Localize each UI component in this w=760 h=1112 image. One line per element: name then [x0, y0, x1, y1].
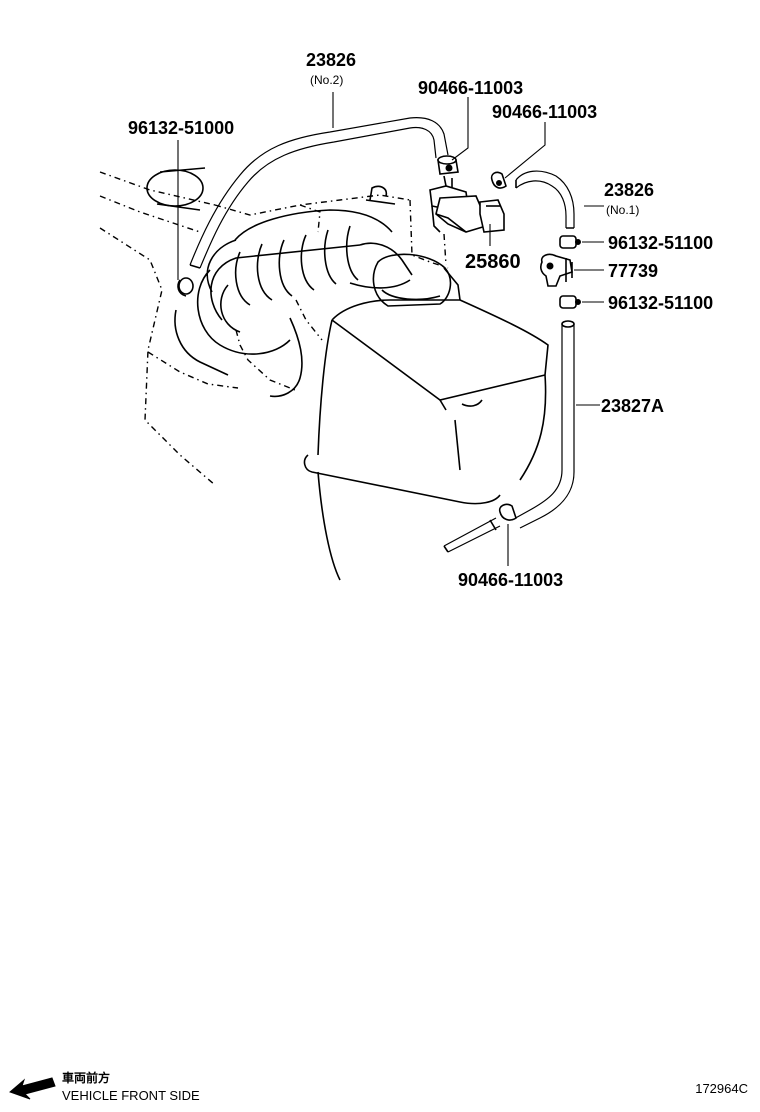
label-25860: 25860: [465, 251, 521, 273]
label-90466-11003-top-a: 90466-11003: [418, 78, 523, 98]
front-arrow-icon: [9, 1077, 56, 1100]
label-23827a: 23827A: [601, 396, 664, 416]
label-96132-51100-b: 96132-51100: [608, 293, 713, 313]
hose-23827a: [511, 320, 575, 529]
engine-outline: [99, 171, 449, 486]
label-23826-no2: 23826: [306, 50, 356, 70]
fitting-77739: [540, 253, 573, 287]
label-90466-11003-top-b: 90466-11003: [492, 102, 597, 122]
drawing-number: 172964C: [695, 1081, 748, 1096]
label-96132-51000: 96132-51000: [128, 118, 234, 138]
intake-tube: [146, 167, 413, 398]
callout-labels: 23826 (No.2) 90466-11003 90466-11003 961…: [128, 50, 713, 590]
label-23826-no2-sub: (No.2): [310, 73, 343, 87]
clip-90466-top-b: [490, 171, 507, 189]
vehicle-front-en: VEHICLE FRONT SIDE: [62, 1088, 200, 1103]
label-96132-51100-a: 96132-51100: [608, 233, 713, 253]
label-77739: 77739: [608, 261, 658, 281]
clip-90466-top-a: [437, 155, 459, 175]
clamp-96132-51100-a: [559, 235, 581, 249]
air-cleaner-case: [303, 299, 549, 581]
hose-23826-no2: [189, 117, 449, 269]
clamp-96132-51000: [177, 277, 194, 297]
vehicle-front-jp: 車両前方: [62, 1070, 110, 1085]
leader-lines: [177, 92, 604, 566]
label-23826-no1-sub: (No.1): [606, 203, 639, 217]
air-box-outlet: [372, 253, 461, 307]
vsv-25860: [429, 175, 505, 266]
hose-23826-no1: [515, 170, 575, 229]
clamp-96132-51100-b: [559, 295, 581, 309]
label-23826-no1: 23826: [604, 180, 654, 200]
clip-90466-bottom: [443, 503, 517, 553]
label-90466-11003-bottom: 90466-11003: [458, 570, 563, 590]
